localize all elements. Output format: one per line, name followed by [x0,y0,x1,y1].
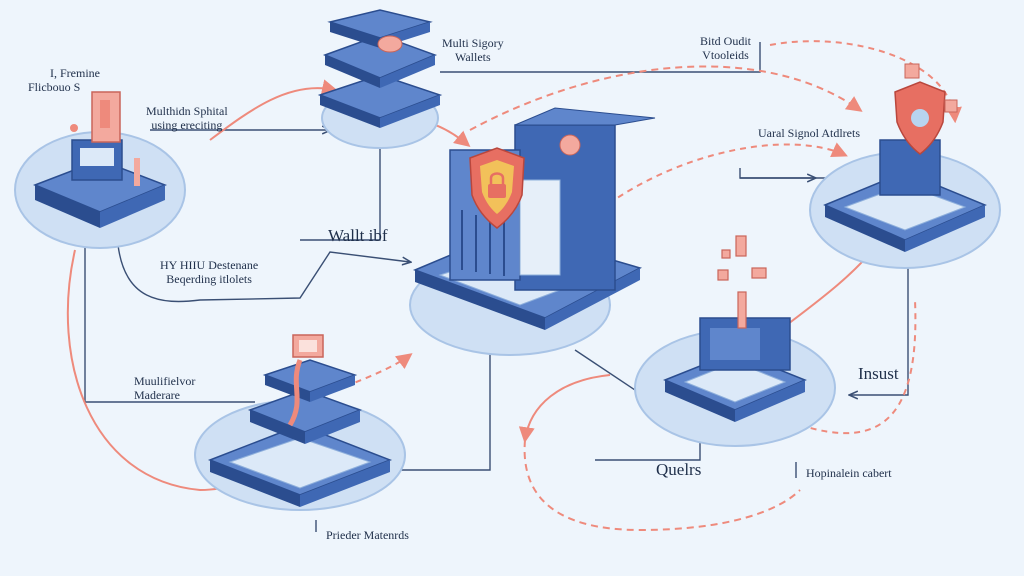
annotation-destenane: HY HIIU Destenane Beqerding itlolets [160,258,259,286]
flow-arrow [523,439,801,532]
connector-line [300,135,381,241]
node-label-bottom-left: Muulifielvor Maderare [134,374,196,402]
node-label-center-server: Wallt ibf [328,226,388,245]
annotation-spinal: Multhidn Sphital using ereciting [146,104,228,132]
connector-line [360,352,491,471]
wallet-icon [377,35,403,53]
node-label-bottom-right: Quelrs [656,460,702,479]
flow-arrow [599,142,848,211]
top-right-node-graphic [823,63,987,252]
sparkle-icon [70,124,78,132]
node-label-top-left: I, Fremine Flicbouo S [28,66,100,94]
lock-icon [488,184,506,198]
node-label-top-center: Multi Sigory Wallets [442,36,504,64]
connector-line [595,440,701,461]
flow-arrow [469,65,863,131]
annotation-audit: Bitd Oudit Vtooleids [700,34,752,62]
flow-arrow [769,40,962,124]
annotation-insust: Insust [858,364,899,383]
network-icon [737,291,747,329]
bottom-left-node-graphic [207,334,393,507]
annotation-hopinalein: Hopinalein cabert [806,466,892,480]
node-label-top-right: Uaral Signol Atdlrets [758,126,860,140]
flow-arrow [518,374,611,444]
top-center-node-graphic [317,9,443,128]
connector-line [440,42,761,73]
connector-line [850,255,909,395]
annotation-prieder: Prieder Matenrds [326,528,409,542]
flow-arrow [209,79,339,141]
bottom-right-node-graphic [663,235,807,422]
connector-line [117,244,410,303]
flow-arrow [799,299,917,435]
top-left-node-graphic [32,91,168,228]
center-server-graphic [412,107,656,330]
